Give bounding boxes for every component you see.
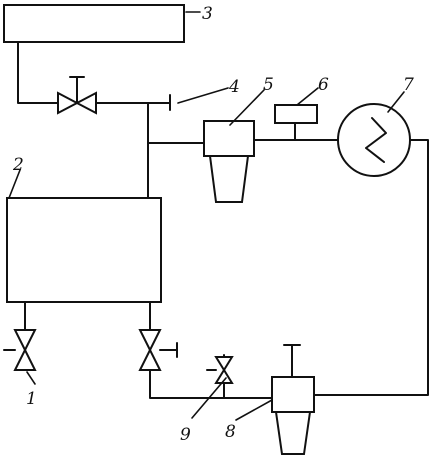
outlet-valve <box>138 329 178 371</box>
pipe-3-to-valve <box>17 41 59 104</box>
valve-9 <box>206 354 234 399</box>
heater-7 <box>337 103 411 177</box>
tank-2 <box>6 197 162 303</box>
drain-valve-1 <box>3 329 37 371</box>
leader-9 <box>191 377 227 419</box>
unit-6 <box>274 104 318 124</box>
leader-6 <box>296 87 319 106</box>
label-4: 4 <box>228 77 240 97</box>
unit-5 <box>203 120 255 203</box>
pipe-valve-to-8 <box>149 369 273 399</box>
label-5: 5 <box>263 75 274 95</box>
label-9: 9 <box>180 425 191 445</box>
top-valve <box>57 76 97 115</box>
leader-7 <box>387 91 405 113</box>
leader-2 <box>8 169 21 199</box>
label-2: 2 <box>12 155 24 175</box>
unit-3 <box>3 4 185 43</box>
leader-5 <box>229 89 265 126</box>
label-7: 7 <box>403 75 414 95</box>
leader-1 <box>26 371 36 385</box>
unit-8 <box>271 344 315 455</box>
label-6: 6 <box>318 75 329 95</box>
label-3: 3 <box>202 4 213 24</box>
leader-8 <box>235 399 273 421</box>
pipe-7-to-8 <box>313 139 429 396</box>
label-1: 1 <box>26 389 37 409</box>
label-8: 8 <box>225 422 236 442</box>
leader-4 <box>177 87 229 104</box>
